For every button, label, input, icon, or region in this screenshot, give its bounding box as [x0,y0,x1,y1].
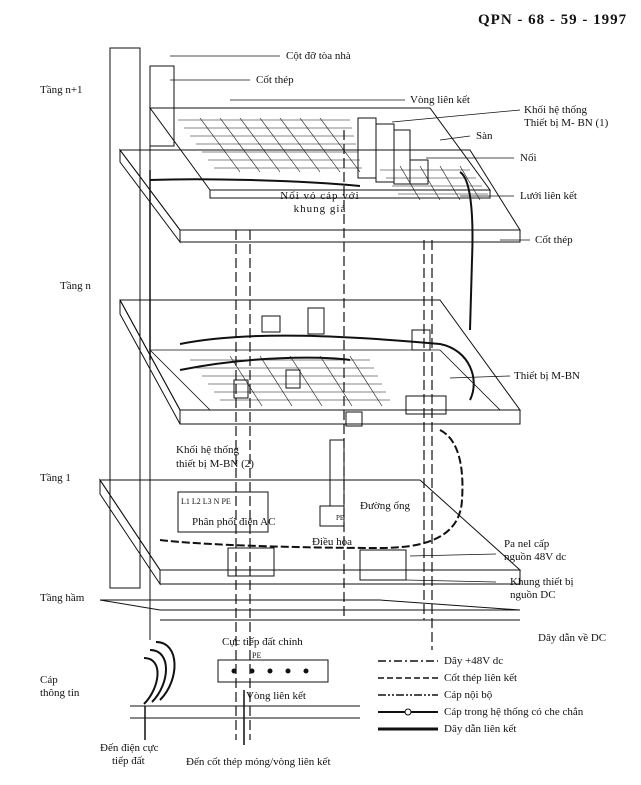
leader-lines [170,55,530,583]
legend-line-dashed [378,676,438,679]
bonding-mesh-grid [178,117,488,201]
label-ac-distribution: Phân phối điện AC [192,516,276,528]
label-raised-floor-line1: Nối vỏ cáp với [280,190,360,202]
system-block-1-racks [357,117,429,185]
label-bonding-mesh: Lưới liên kết [520,190,577,202]
label-main-earth-terminal: Cực tiếp đất chính [222,636,303,648]
floor-slab-n-plus-1 [119,148,521,244]
label-rebar-top: Cốt thép [256,74,294,86]
legend-item-rebar: Cốt thép liên kết [378,669,633,686]
legend-line-dashdot [378,659,438,662]
legend-text-internal-cable: Cáp nội bộ [444,688,493,701]
label-floor-n-plus-1: Tầng n+1 [40,84,83,96]
label-dc-frame-line2: nguồn DC [510,589,556,601]
floor-slab-n [119,299,521,425]
label-raised-floor-line2: khung giá [293,203,347,215]
label-system-block-1-line1: Khối hệ thống [524,104,587,116]
legend-item-48v: Dây +48V dc [378,652,633,669]
legend-line-dashdotdot [378,693,438,696]
label-floor-1: Tầng 1 [40,472,71,484]
ground-slab [130,705,360,719]
legend-line-shielded [378,708,438,715]
legend-text-48v: Dây +48V dc [444,654,504,667]
label-floor-n: Tầng n [60,280,91,292]
floor-slab-1 [99,478,522,586]
label-system-block-2-line1: Khối hệ thống [176,444,239,456]
label-system-block-2-line2: thiết bị M-BN (2) [176,458,254,470]
label-pe-small: PE [336,514,345,522]
label-basement: Tầng hầm [40,592,85,604]
label-building-column: Cột đỡ tòa nhà [286,50,351,62]
main-earth-terminal [217,659,329,683]
legend-text-bonding-conductor: Dây dẫn liên kết [444,722,517,735]
label-to-earth-line1: Đến điện cực [100,742,159,754]
label-pipe: Đường ống [360,500,410,512]
legend-item-internal-cable: Cáp nội bộ [378,686,633,703]
building-column [109,47,175,640]
basement-slab [99,599,521,621]
label-air-conditioner: Điều hòa [312,536,353,548]
label-bonding-ring-top: Vòng liên kết [410,94,470,106]
comm-cable-bundle [143,641,176,705]
label-comm-cable-line2: thông tin [40,687,80,699]
label-main-pe: PE [252,651,262,660]
label-panel-48v-line2: nguồn 48V dc [504,551,567,563]
rebar-verticals [235,130,433,740]
label-system-block-1-line2: Thiết bị M- BN (1) [524,117,609,129]
dc-equipment [227,547,407,581]
label-to-foundation: Đến cốt thép móng/vòng liên kết [186,756,331,768]
floor-n-equipment [233,307,447,427]
label-dc-return: Dây dẫn về DC [538,632,607,644]
label-comm-cable-line1: Cáp [40,674,58,686]
label-panel-48v-line1: Pa nel cấp [504,538,550,550]
label-mbn-equipment: Thiết bị M-BN [514,370,580,382]
raised-floor-n-plus-1 [149,107,491,199]
legend-text-shielded: Cáp trong hệ thống có che chắn [444,705,584,718]
legend-item-shielded: Cáp trong hệ thống có che chắn [378,703,633,720]
legend: Dây +48V dc Cốt thép liên kết Cáp nội bộ… [378,652,633,737]
label-dc-frame-line1: Khung thiết bị [510,576,574,588]
legend-line-thick [378,727,438,730]
label-bonding-ring-bottom: Vòng liên kết [246,690,306,702]
raised-floor-n [149,349,501,411]
ac-distribution-box [177,491,269,533]
label-to-earth-line2: tiếp đất [112,755,145,767]
document-id: QPN - 68 - 59 - 1997 [478,12,628,28]
label-ac-terminals: L1 L2 L3 N PE [181,497,231,506]
label-joint: Nối [520,152,537,164]
legend-item-bonding-conductor: Dây dẫn liên kết [378,720,633,737]
label-rebar-mid: Cốt thép [535,234,573,246]
legend-text-rebar: Cốt thép liên kết [444,671,518,684]
label-floor-slab: Sàn [476,130,493,142]
